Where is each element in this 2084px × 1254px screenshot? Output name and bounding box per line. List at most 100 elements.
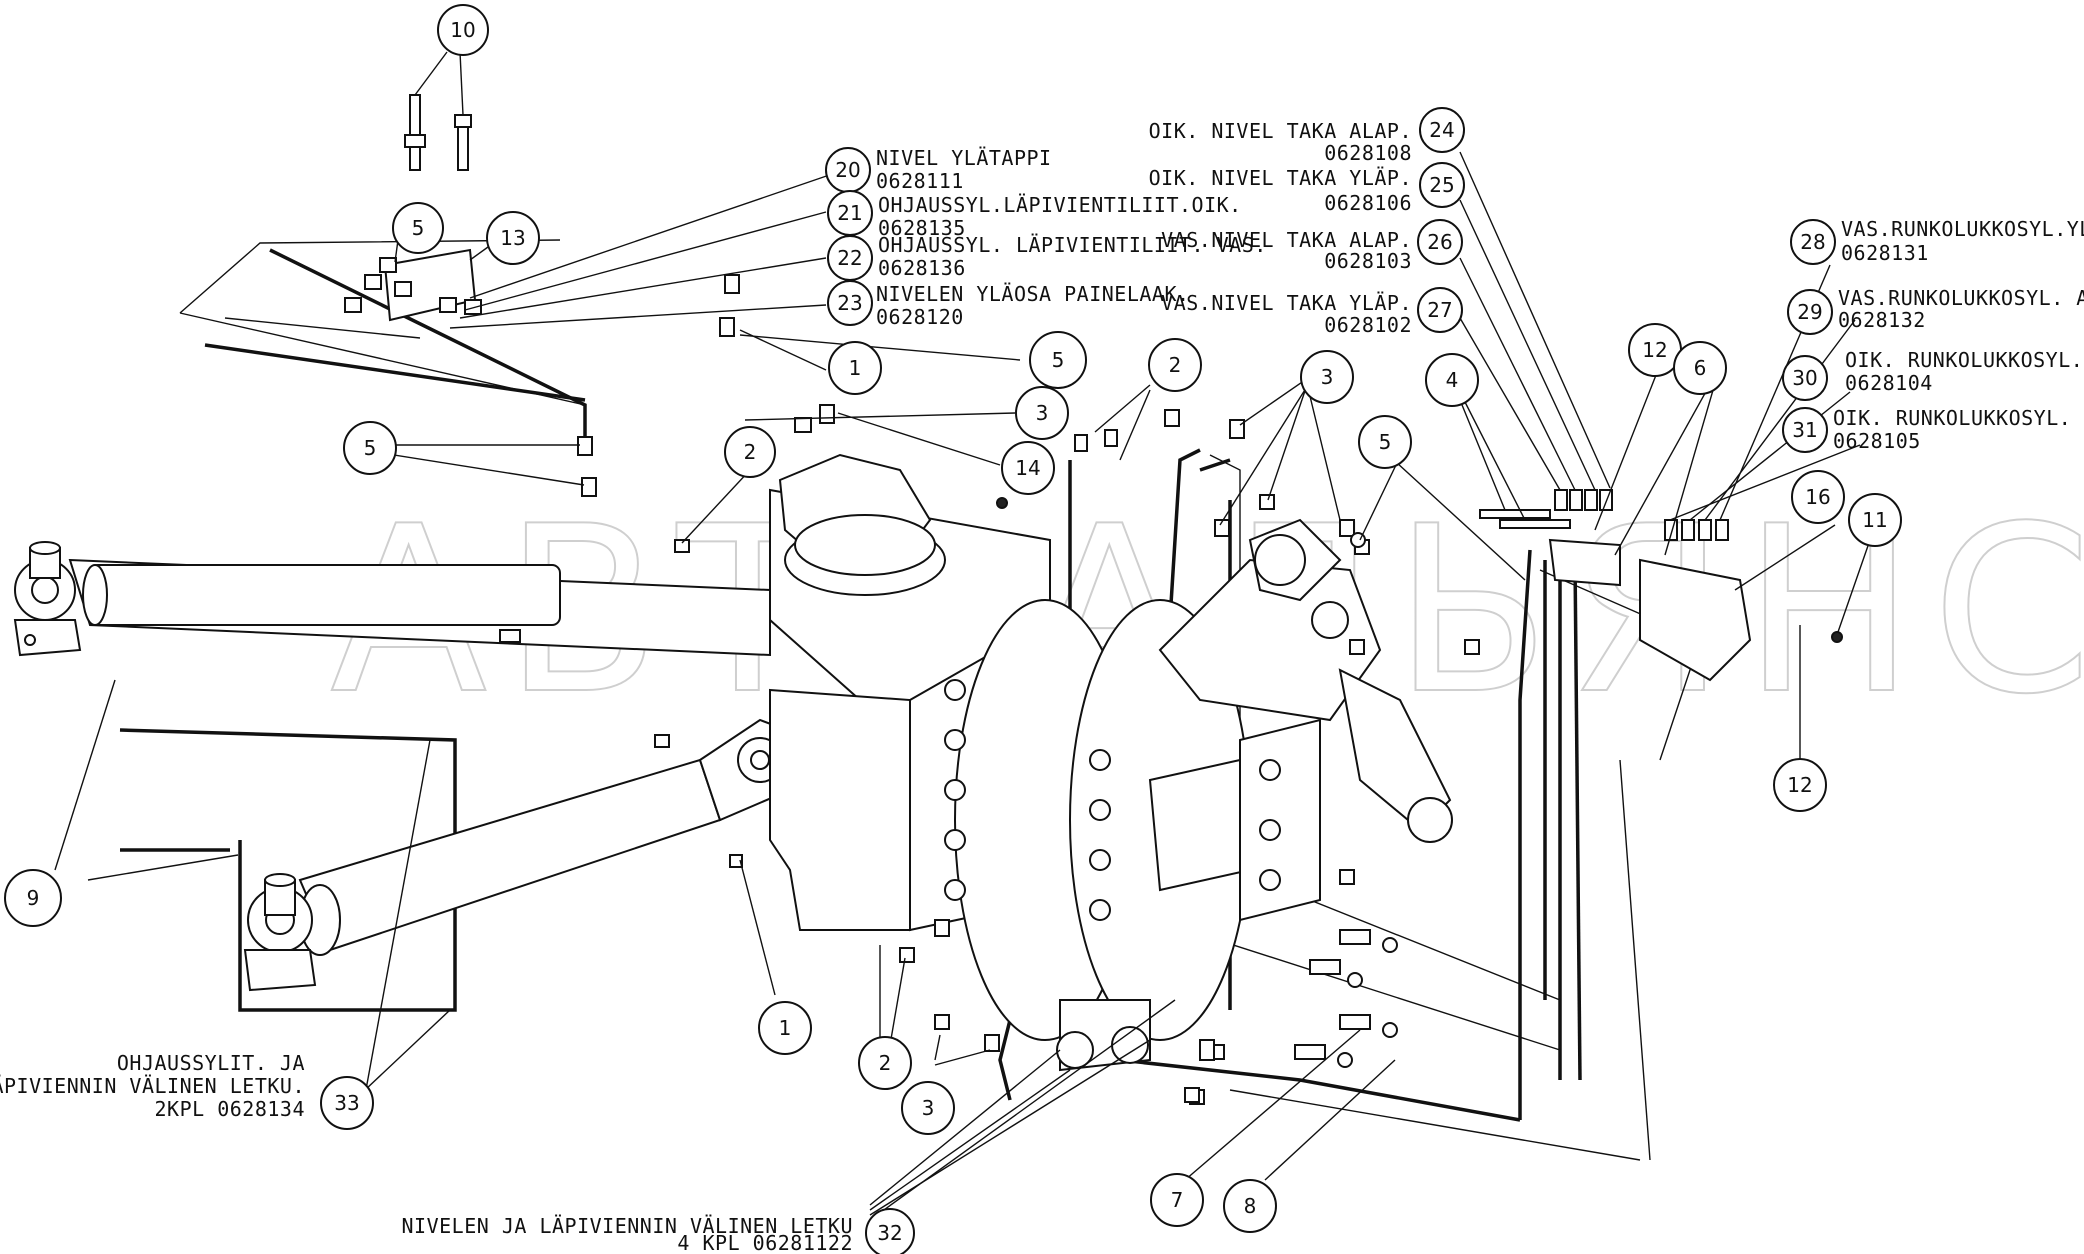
balloon-5-right: 5 bbox=[1358, 415, 1412, 469]
balloon-number: 1 bbox=[849, 356, 862, 380]
balloon-number: 30 bbox=[1792, 366, 1817, 390]
callout-28-code: 0628131 bbox=[1841, 241, 1929, 265]
callout-31-code: 0628105 bbox=[1833, 429, 1921, 453]
balloon-5-top: 5 bbox=[392, 202, 444, 254]
balloon-2-top: 2 bbox=[1148, 338, 1202, 392]
balloon-2-left: 2 bbox=[724, 426, 776, 478]
callout-29-name: VAS.RUNKOLUKKOSYL. ALAP. bbox=[1838, 286, 2084, 310]
balloon-number: 5 bbox=[1379, 430, 1392, 454]
balloon-number: 3 bbox=[1321, 365, 1334, 389]
callout-21-name: OHJAUSSYL.LÄPIVIENTILIIT.OIK. bbox=[878, 193, 1242, 217]
callout-25: OIK. NIVEL TAKA YLÄP. 0628106 bbox=[1149, 166, 1412, 215]
balloon-8: 8 bbox=[1223, 1179, 1277, 1233]
callout-20: NIVEL YLÄTAPPI 0628111 bbox=[876, 146, 1052, 193]
steering-cylinder-upper bbox=[13, 541, 771, 657]
callout-30-code: 0628104 bbox=[1845, 371, 1933, 395]
balloon-number: 28 bbox=[1800, 230, 1825, 254]
balloon-32: 32 bbox=[865, 1208, 915, 1254]
balloon-6: 6 bbox=[1673, 341, 1727, 395]
callout-27-code: 0628102 bbox=[1324, 313, 1412, 337]
callout-31: OIK. RUNKOLUKKOSYL. ALAP. 0628105 bbox=[1833, 406, 2084, 453]
balloon-number: 33 bbox=[334, 1091, 359, 1115]
balloon-29: 29 bbox=[1787, 289, 1833, 335]
callout-33-code: 2KPL 0628134 bbox=[155, 1097, 306, 1121]
balloon-25: 25 bbox=[1419, 162, 1465, 208]
callout-30-name: OIK. RUNKOLUKKOSYL. YLÄP bbox=[1845, 348, 2084, 372]
callout-31-name: OIK. RUNKOLUKKOSYL. ALAP. bbox=[1833, 406, 2084, 430]
balloon-3-upper: 3 bbox=[1300, 350, 1354, 404]
callout-24-code: 0628108 bbox=[1324, 141, 1412, 165]
balloon-number: 23 bbox=[837, 291, 862, 315]
callout-20-name: NIVEL YLÄTAPPI bbox=[876, 146, 1052, 170]
balloon-number: 5 bbox=[1052, 348, 1065, 372]
balloon-22: 22 bbox=[827, 235, 873, 281]
balloon-24: 24 bbox=[1419, 107, 1465, 153]
callout-22-name: OHJAUSSYL. LÄPIVIENTILIIT. VAS. bbox=[878, 233, 1267, 257]
callout-25-name: OIK. NIVEL TAKA YLÄP. bbox=[1149, 166, 1412, 190]
callout-28-name: VAS.RUNKOLUKKOSYL.YLÄP bbox=[1841, 217, 2084, 241]
callout-28: VAS.RUNKOLUKKOSYL.YLÄP 0628131 bbox=[1841, 217, 2084, 265]
balloon-number: 3 bbox=[1036, 401, 1049, 425]
balloon-number: 21 bbox=[837, 201, 862, 225]
balloon-9: 9 bbox=[4, 869, 62, 927]
balloon-10: 10 bbox=[437, 4, 489, 56]
small-parts bbox=[344, 94, 1843, 1105]
callout-26-name: VAS.NIVEL TAKA ALAP. bbox=[1161, 228, 1412, 252]
balloon-number: 29 bbox=[1797, 300, 1822, 324]
balloon-5-left: 5 bbox=[343, 421, 397, 475]
balloon-number: 12 bbox=[1642, 338, 1667, 362]
balloon-2-bottom: 2 bbox=[858, 1036, 912, 1090]
balloon-number: 6 bbox=[1694, 356, 1707, 380]
balloon-number: 24 bbox=[1429, 118, 1454, 142]
balloon-number: 10 bbox=[450, 18, 475, 42]
callout-27-name: VAS.NIVEL TAKA YLÄP. bbox=[1161, 291, 1412, 315]
balloon-number: 4 bbox=[1446, 368, 1459, 392]
callout-23-name: NIVELEN YLÄOSA PAINELAAK. bbox=[876, 282, 1190, 306]
balloon-30: 30 bbox=[1782, 355, 1828, 401]
callout-20-code: 0628111 bbox=[876, 169, 964, 193]
balloon-14: 14 bbox=[1001, 441, 1055, 495]
balloon-12-bottom: 12 bbox=[1773, 758, 1827, 812]
callout-29-code: 0628132 bbox=[1838, 308, 1926, 332]
balloon-1-bottom: 1 bbox=[758, 1001, 812, 1055]
callout-27: VAS.NIVEL TAKA YLÄP. 0628102 bbox=[1161, 291, 1412, 337]
balloon-3-bottom: 3 bbox=[901, 1081, 955, 1135]
balloon-5-mid: 5 bbox=[1029, 331, 1087, 389]
balloon-7: 7 bbox=[1150, 1173, 1204, 1227]
balloon-number: 5 bbox=[412, 216, 425, 240]
balloon-12-top: 12 bbox=[1628, 323, 1682, 377]
callout-24-name: OIK. NIVEL TAKA ALAP. bbox=[1149, 119, 1412, 143]
balloon-number: 2 bbox=[744, 440, 757, 464]
balloon-number: 5 bbox=[364, 436, 377, 460]
balloon-number: 8 bbox=[1244, 1194, 1257, 1218]
balloon-number: 16 bbox=[1805, 485, 1830, 509]
balloon-number: 14 bbox=[1015, 456, 1040, 480]
callout-33-line2: LÄPIVIENNIN VÄLINEN LETKU. bbox=[0, 1074, 305, 1098]
balloon-16: 16 bbox=[1791, 470, 1845, 524]
balloon-28: 28 bbox=[1790, 219, 1836, 265]
callout-21: OHJAUSSYL.LÄPIVIENTILIIT.OIK. 0628135 bbox=[878, 193, 1242, 240]
steering-cylinder-lower bbox=[243, 718, 802, 992]
balloon-number: 1 bbox=[779, 1016, 792, 1040]
balloon-number: 12 bbox=[1787, 773, 1812, 797]
articulation-body bbox=[769, 453, 1453, 1072]
balloon-20: 20 bbox=[825, 147, 871, 193]
balloon-number: 22 bbox=[837, 246, 862, 270]
callout-32-line1: NIVELEN JA LÄPIVIENNIN VÄLINEN LETKU bbox=[402, 1214, 853, 1238]
callout-29: VAS.RUNKOLUKKOSYL. ALAP. 0628132 bbox=[1838, 286, 2084, 332]
balloon-number: 25 bbox=[1429, 173, 1454, 197]
balloon-number: 2 bbox=[1169, 353, 1182, 377]
callout-21-code: 0628135 bbox=[878, 216, 966, 240]
balloon-33: 33 bbox=[320, 1076, 374, 1130]
callout-26-code: 0628103 bbox=[1324, 249, 1412, 273]
leader-lines bbox=[54, 51, 1871, 1221]
balloon-number: 20 bbox=[835, 158, 860, 182]
callout-23-code: 0628120 bbox=[876, 305, 964, 329]
balloon-number: 26 bbox=[1427, 230, 1452, 254]
callout-33-line1: OHJAUSSYLIT. JA bbox=[117, 1051, 305, 1075]
balloon-1-top: 1 bbox=[828, 341, 882, 395]
callout-22: OHJAUSSYL. LÄPIVIENTILIIT. VAS. 0628136 bbox=[878, 233, 1267, 280]
balloon-number: 11 bbox=[1862, 508, 1887, 532]
balloon-number: 32 bbox=[877, 1221, 902, 1245]
